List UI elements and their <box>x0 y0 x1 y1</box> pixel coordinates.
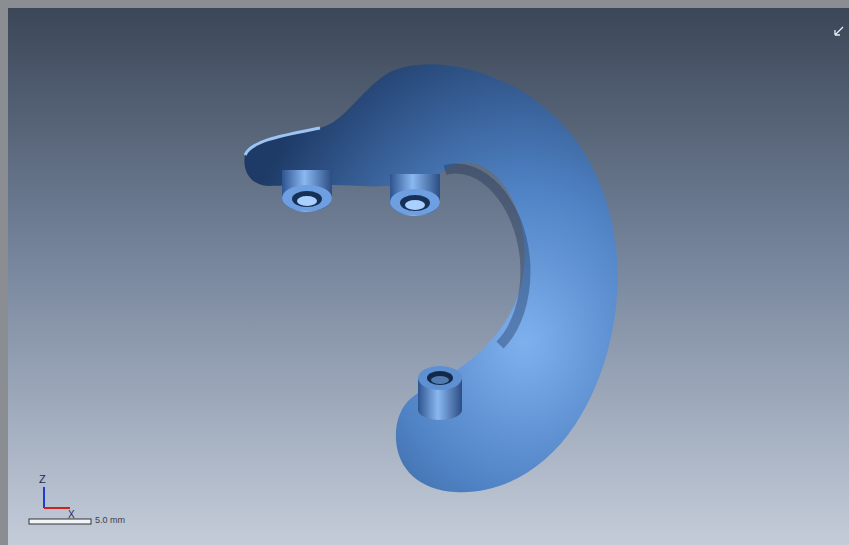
edge-highlight <box>245 128 320 155</box>
z-axis <box>43 487 45 508</box>
implant-bar <box>244 64 617 492</box>
implant-cylinder <box>390 174 440 216</box>
corner-icon <box>835 27 843 35</box>
x-axis <box>44 507 70 509</box>
axis-label: Z <box>39 474 46 485</box>
scale-bar <box>29 519 91 524</box>
implant-cylinder <box>282 170 332 212</box>
shade <box>445 168 525 345</box>
scale-label: 5.0 mm <box>95 516 125 525</box>
axis-label: X <box>68 510 75 520</box>
implant-cylinder <box>418 366 462 420</box>
viewport <box>8 8 849 545</box>
